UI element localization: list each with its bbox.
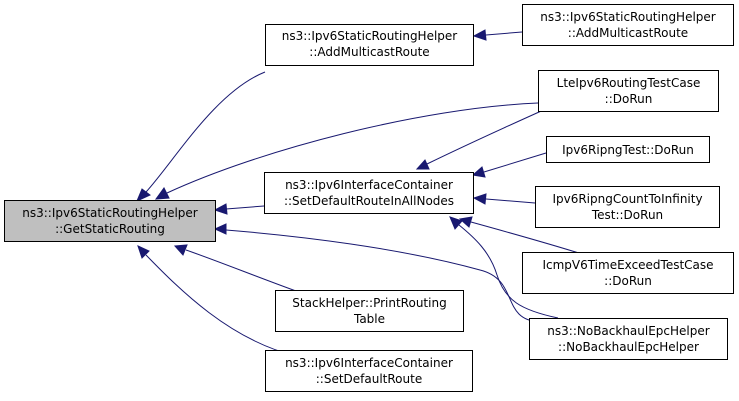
node-add-multicast-route-caller-line-1: ns3::Ipv6StaticRoutingHelper — [282, 29, 458, 43]
node-no-backhaul-epc-helper-line-1: ns3::NoBackhaulEpcHelper — [547, 324, 709, 338]
edge-setdefaultroute-to-getstaticrouting — [137, 245, 297, 357]
node-set-default-route-in-all-nodes-line-1: ns3::Ipv6InterfaceContainer — [285, 178, 453, 192]
node-lte-ipv6-routing-test[interactable]: LteIpv6RoutingTestCase ::DoRun — [538, 70, 719, 112]
node-add-multicast-route-outer[interactable]: ns3::Ipv6StaticRoutingHelper ::AddMultic… — [522, 4, 734, 46]
node-no-backhaul-epc-helper[interactable]: ns3::NoBackhaulEpcHelper ::NoBackhaulEpc… — [529, 318, 728, 360]
edge-nobackhaul-to-getstaticrouting — [213, 223, 541, 323]
edge-nobackhaul-to-setdefaultall — [449, 216, 559, 319]
node-add-multicast-route-caller[interactable]: ns3::Ipv6StaticRoutingHelper ::AddMultic… — [265, 24, 474, 66]
node-set-default-route[interactable]: ns3::Ipv6InterfaceContainer ::SetDefault… — [265, 350, 473, 392]
node-ipv6-ripng-count-to-infinity-line-1: Ipv6RipngCountToInfinity — [552, 192, 702, 206]
node-set-default-route-in-all-nodes[interactable]: ns3::Ipv6InterfaceContainer ::SetDefault… — [264, 172, 474, 214]
node-icmpv6-time-exceed-test-line-1: IcmpV6TimeExceedTestCase — [542, 258, 713, 272]
edge-ripngtest-to-setdefaultall — [471, 152, 547, 178]
edge-addmulticast-to-getstaticrouting — [136, 71, 266, 202]
node-set-default-route-in-all-nodes-line-2: ::SetDefaultRouteInAllNodes — [284, 194, 454, 208]
node-icmpv6-time-exceed-test-line-2: ::DoRun — [604, 274, 652, 288]
edge-lte-to-getstaticrouting — [154, 102, 539, 200]
edge-ripngcount-to-setdefaultall — [472, 193, 536, 205]
node-get-static-routing[interactable]: ns3::Ipv6StaticRoutingHelper ::GetStatic… — [4, 200, 216, 242]
node-ipv6-ripng-count-to-infinity[interactable]: Ipv6RipngCountToInfinity Test::DoRun — [535, 186, 720, 228]
node-stack-helper-print-routing-table[interactable]: StackHelper::PrintRouting Table — [275, 290, 464, 332]
node-lte-ipv6-routing-test-line-1: LteIpv6RoutingTestCase — [557, 76, 701, 90]
node-add-multicast-route-outer-line-1: ns3::Ipv6StaticRoutingHelper — [540, 10, 716, 24]
node-stack-helper-print-routing-table-line-2: Table — [353, 312, 385, 326]
node-ipv6-ripng-count-to-infinity-line-2: Test::DoRun — [591, 208, 663, 222]
node-icmpv6-time-exceed-test[interactable]: IcmpV6TimeExceedTestCase ::DoRun — [522, 252, 734, 294]
node-get-static-routing-line-2: ::GetStaticRouting — [55, 222, 165, 236]
edge-addmulticast-right-to-left — [472, 29, 523, 41]
node-add-multicast-route-outer-line-2: ::AddMulticastRoute — [568, 26, 688, 40]
node-no-backhaul-epc-helper-line-2: ::NoBackhaulEpcHelper — [558, 340, 699, 354]
edge-lte-to-setdefaultall — [415, 107, 549, 170]
node-ipv6-ripng-test[interactable]: Ipv6RipngTest::DoRun — [546, 136, 710, 163]
node-add-multicast-route-caller-line-2: ::AddMulticastRoute — [309, 45, 429, 59]
node-set-default-route-line-1: ns3::Ipv6InterfaceContainer — [285, 356, 453, 370]
edge-stackhelper-to-getstaticrouting — [173, 244, 297, 292]
node-get-static-routing-line-1: ns3::Ipv6StaticRoutingHelper — [22, 206, 198, 220]
node-stack-helper-print-routing-table-line-1: StackHelper::PrintRouting — [292, 296, 446, 310]
edge-icmpv6-to-setdefaultall — [458, 216, 583, 255]
node-set-default-route-line-2: ::SetDefaultRoute — [316, 372, 422, 386]
node-ipv6-ripng-test-line-1: Ipv6RipngTest::DoRun — [562, 143, 694, 157]
edge-setdefaultall-to-getstaticrouting — [213, 203, 265, 215]
node-lte-ipv6-routing-test-line-2: ::DoRun — [605, 92, 653, 106]
